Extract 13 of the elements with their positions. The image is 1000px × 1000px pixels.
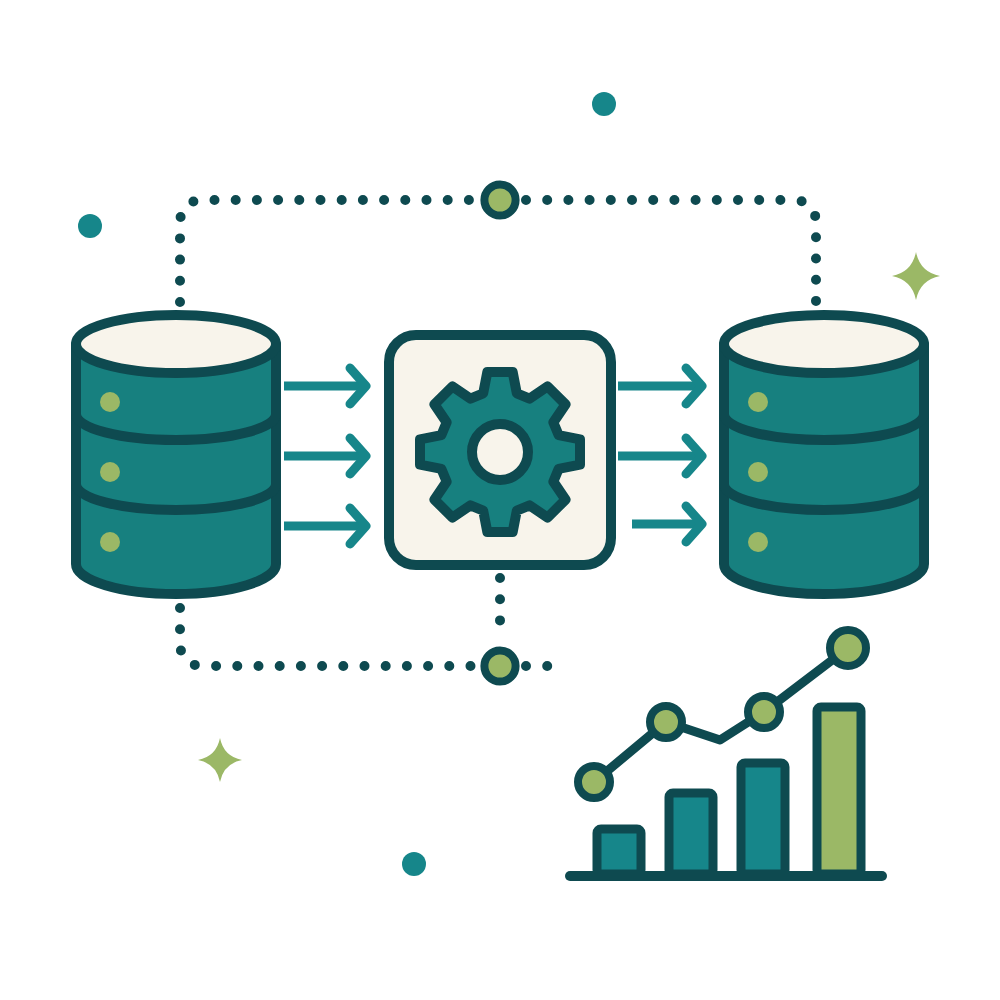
arrow (618, 433, 707, 479)
process-box (384, 330, 616, 570)
arrow (284, 363, 371, 409)
bar-chart-illustration (564, 624, 892, 884)
arrow (632, 501, 707, 547)
junction-circle (480, 180, 520, 220)
arrow (284, 503, 371, 549)
dotted-line (175, 603, 477, 671)
arrow (284, 433, 371, 479)
arrow (618, 363, 707, 409)
junction-circle (480, 646, 520, 686)
dotted-line (175, 195, 477, 307)
dotted-line (521, 195, 821, 307)
